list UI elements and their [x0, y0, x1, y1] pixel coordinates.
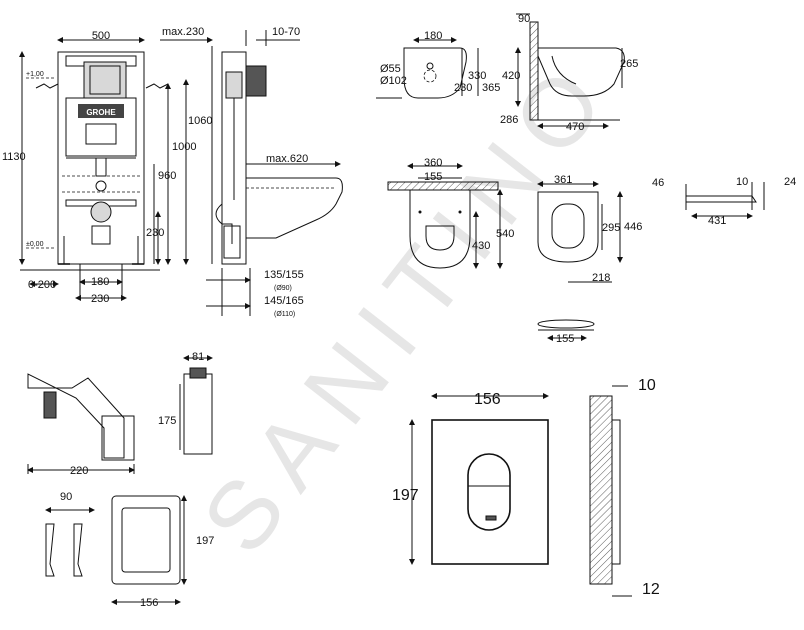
- seat-small-view: [537, 319, 595, 329]
- svg-text:230: 230: [146, 227, 164, 239]
- frame-side-profile: [221, 51, 247, 265]
- svg-text:180: 180: [424, 30, 442, 42]
- svg-text:Ø102: Ø102: [380, 75, 407, 87]
- svg-text:Ø55: Ø55: [380, 63, 401, 75]
- wall-bracket: [27, 373, 125, 459]
- svg-text:180: 180: [91, 276, 109, 288]
- bowl-side-small: [403, 47, 467, 99]
- frame-front-view: GROHE 500 +1,00 ±0,00 1130 230 0-20: [2, 30, 169, 305]
- svg-text:230: 230: [454, 82, 472, 94]
- svg-text:12: 12: [642, 581, 660, 598]
- cistern-insert: [183, 373, 213, 455]
- wall-hatch: [589, 395, 613, 585]
- cistern-body: [65, 97, 137, 157]
- flush-plate-profile: [611, 419, 621, 565]
- svg-text:360: 360: [424, 157, 442, 169]
- flush-plate-side-view: 10 12: [589, 377, 660, 598]
- svg-text:230: 230: [91, 293, 109, 305]
- svg-text:365: 365: [482, 82, 500, 94]
- svg-text:197: 197: [392, 487, 419, 504]
- flush-plate-outline: [431, 419, 549, 565]
- svg-text:1000: 1000: [172, 141, 196, 153]
- svg-text:500: 500: [92, 30, 110, 42]
- svg-text:430: 430: [472, 240, 490, 252]
- svg-text:431: 431: [708, 215, 726, 227]
- svg-text:330: 330: [468, 70, 486, 82]
- bowl-top-view: 360 155 430 540: [387, 157, 514, 269]
- svg-text:220: 220: [70, 465, 88, 477]
- bowl-top-outline: [409, 189, 471, 269]
- mounting-clip-left: [45, 523, 55, 577]
- mounting-frame-view: 90 197 156: [45, 491, 214, 609]
- drain-connector: [90, 201, 112, 223]
- svg-text:10: 10: [736, 176, 748, 188]
- wall-section: [529, 21, 539, 121]
- svg-text:81: 81: [192, 351, 204, 363]
- svg-text:90: 90: [60, 491, 72, 503]
- svg-text:295: 295: [602, 222, 620, 234]
- svg-text:470: 470: [566, 121, 584, 133]
- flush-mechanism: [245, 65, 267, 97]
- svg-text:960: 960: [158, 170, 176, 182]
- wall-bracket-view: 220: [27, 373, 135, 477]
- svg-text:10: 10: [638, 377, 656, 394]
- svg-text:156: 156: [474, 391, 501, 408]
- svg-text:265: 265: [620, 58, 638, 70]
- svg-text:155: 155: [556, 333, 574, 345]
- svg-text:135/155: 135/155: [264, 269, 304, 281]
- svg-text:46: 46: [652, 177, 664, 189]
- svg-text:(Ø110): (Ø110): [274, 311, 295, 318]
- svg-text:420: 420: [502, 70, 520, 82]
- frame-outline: [57, 51, 145, 265]
- seat-profile: [685, 195, 757, 203]
- svg-text:218: 218: [592, 272, 610, 284]
- seat-profile-view: 46 10 24 431: [652, 176, 796, 227]
- svg-text:446: 446: [624, 221, 642, 233]
- svg-text:max.620: max.620: [266, 153, 308, 165]
- svg-text:GROHE: GROHE: [86, 108, 116, 117]
- cistern-insert-view: 81 175: [158, 351, 213, 455]
- svg-text:1130: 1130: [2, 151, 26, 163]
- bowl-outline-side: [246, 177, 343, 239]
- svg-text:540: 540: [496, 228, 514, 240]
- svg-text:197: 197: [196, 535, 214, 547]
- svg-text:1060: 1060: [188, 115, 212, 127]
- svg-text:175: 175: [158, 415, 176, 427]
- seat-top-view: 361 295 446 218 155: [537, 174, 642, 345]
- svg-text:90: 90: [518, 13, 530, 25]
- svg-text:156: 156: [140, 597, 158, 609]
- svg-text:286: 286: [500, 114, 518, 126]
- frame-side-view: max.230 10-70 1060 1000 960 max.620 135/…: [153, 26, 343, 318]
- svg-text:361: 361: [554, 174, 572, 186]
- mounting-clip-right: [73, 523, 83, 577]
- svg-text:+1,00: +1,00: [26, 71, 44, 78]
- bowl-side-view: 180 Ø55 Ø102 330 230 365 90 420 265 286 …: [376, 13, 638, 133]
- grohe-logo: [78, 104, 124, 118]
- flush-plate-front-view: 156 197: [392, 391, 549, 565]
- svg-text:(Ø90): (Ø90): [274, 285, 292, 292]
- svg-text:±0,00: ±0,00: [26, 241, 44, 248]
- svg-text:145/165: 145/165: [264, 295, 304, 307]
- svg-text:10-70: 10-70: [272, 26, 300, 38]
- bowl-side-profile: [537, 47, 625, 97]
- svg-text:0-200: 0-200: [28, 279, 56, 291]
- svg-text:max.230: max.230: [162, 26, 204, 38]
- svg-text:155: 155: [424, 171, 442, 183]
- mounting-frame: [111, 495, 181, 585]
- seat-outline: [537, 191, 599, 263]
- svg-text:24: 24: [784, 176, 796, 188]
- flush-button-area: [467, 453, 511, 531]
